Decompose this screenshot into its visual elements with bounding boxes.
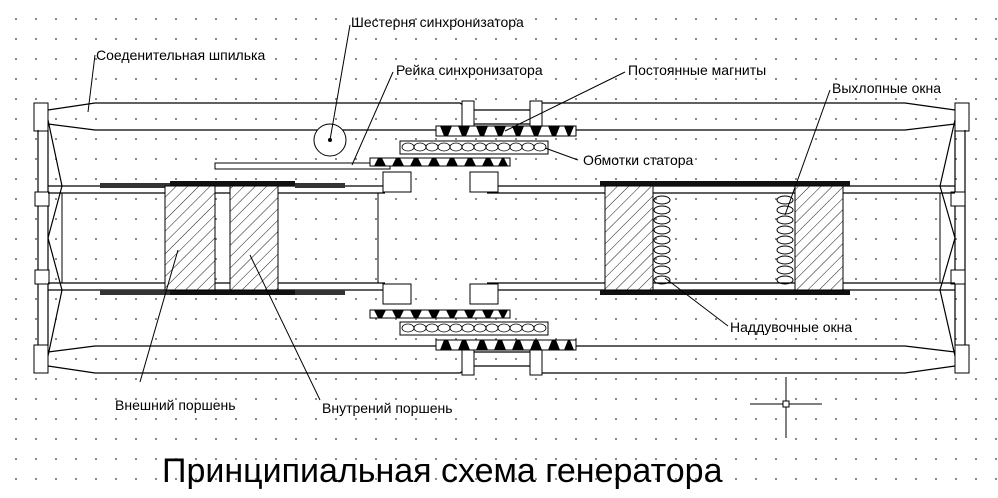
label-magnets: Постоянные магниты: [628, 62, 766, 78]
magnets-bottom: [369, 309, 577, 351]
stator-windings-bottom: [399, 321, 549, 336]
end-frame-left: [34, 119, 63, 357]
piston-right-a: [604, 185, 654, 291]
outer-piston-left: [61, 185, 216, 291]
label-outer-piston: Внешний поршень: [115, 397, 236, 413]
label-inner-piston: Внутрений поршень: [322, 400, 453, 416]
stator-windings-top: [399, 140, 549, 155]
diagram-title: Принципиальная схема генератора: [162, 452, 723, 490]
inner-piston-left: [229, 185, 379, 291]
tie-rod-bottom: [47, 345, 956, 374]
tie-rod-top: [47, 102, 956, 131]
label-tie-rod: Соеденительная шпилька: [96, 47, 265, 63]
cylinder-right: [469, 171, 955, 305]
sync-rack: [214, 162, 391, 170]
piston-right-b: [794, 185, 941, 291]
label-sync-rack: Рейка синхронизатора: [396, 62, 543, 78]
tie-rod-nuts: [33, 100, 970, 376]
label-stator-windings: Обмотки статора: [583, 152, 694, 168]
label-exhaust-ports: Выхлопные окна: [832, 80, 941, 96]
leader-lines: [87, 24, 831, 401]
label-intake-ports: Наддувочные окна: [730, 319, 852, 335]
intake-ports: [653, 195, 671, 285]
label-sync-gear: Шестерня синхронизатора: [351, 14, 524, 30]
cad-cursor-crosshair: [750, 377, 822, 438]
end-frame-right: [939, 119, 966, 357]
exhaust-ports: [776, 195, 794, 285]
